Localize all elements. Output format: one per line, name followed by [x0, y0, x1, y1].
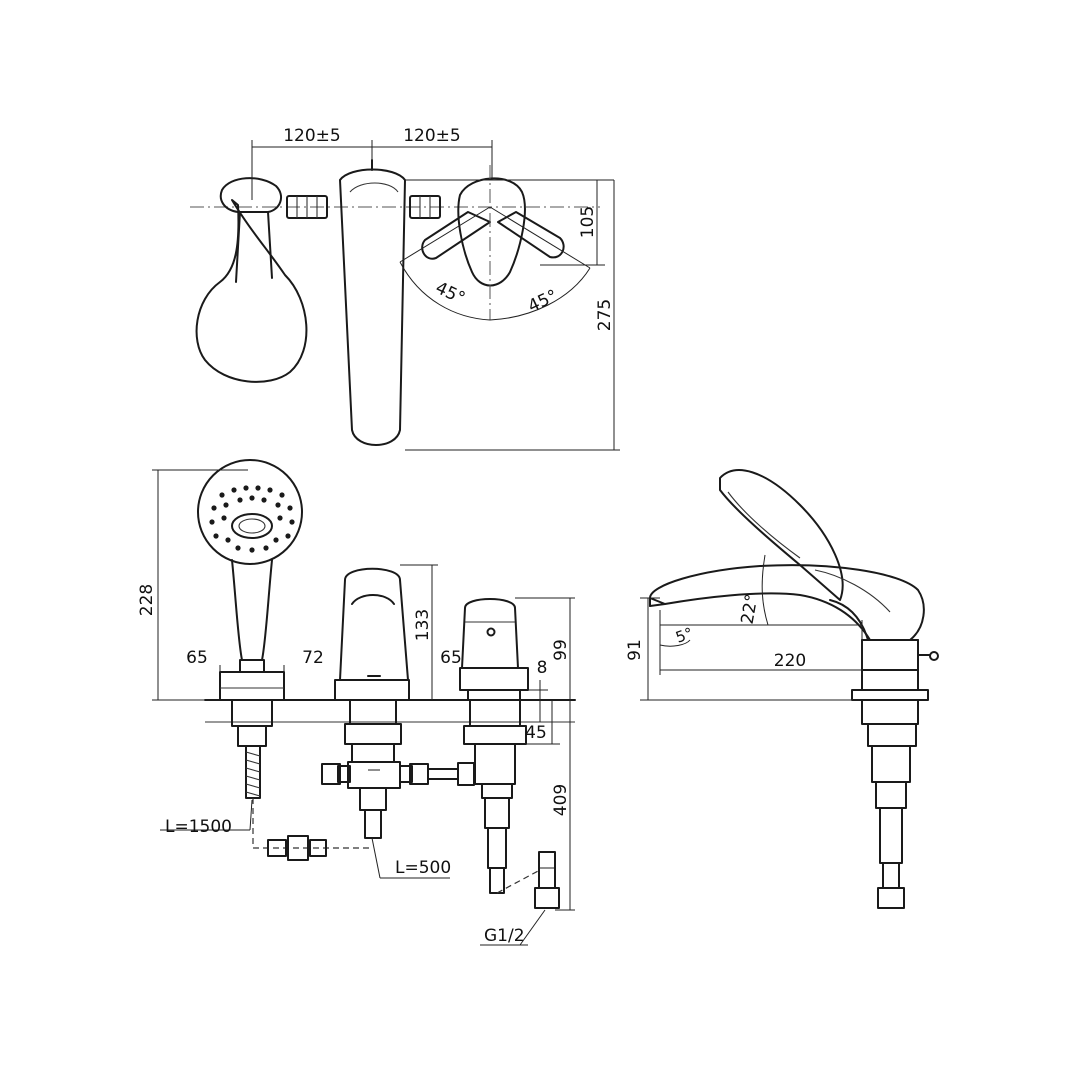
front-spout — [339, 567, 409, 681]
dim-spacing-left: 120±5 — [283, 126, 341, 146]
dim-lever-depth: 105 — [578, 206, 598, 238]
dim-tip-angle: 5° — [673, 624, 695, 647]
plan-lever — [457, 177, 526, 287]
dim-valve-base: 65 — [440, 648, 462, 668]
front-valve — [461, 598, 519, 669]
side-spout — [649, 564, 925, 641]
dim-spout-reach: 220 — [774, 651, 806, 671]
dim-spout-height: 133 — [413, 609, 433, 641]
dim-side-height: 91 — [625, 639, 645, 661]
dim-valve-height: 99 — [551, 639, 571, 661]
dim-below-depth: 409 — [551, 784, 571, 816]
dim-deck-thickness: 8 — [537, 658, 548, 678]
plan-spout — [339, 168, 406, 446]
dim-mount-depth: 45 — [525, 723, 547, 743]
label-pipe-length: L=500 — [395, 858, 451, 878]
front-view — [152, 459, 576, 946]
dim-spout-angle: 22° — [738, 593, 763, 626]
dim-spacing-right: 120±5 — [403, 126, 461, 146]
side-view — [640, 469, 939, 909]
dim-top-depth: 275 — [595, 299, 615, 331]
angle-right: 45° — [525, 286, 561, 317]
angle-left: 45° — [432, 278, 468, 309]
dim-shower-height: 228 — [137, 584, 157, 616]
label-hose-length: L=1500 — [165, 817, 232, 837]
side-shower-head — [719, 469, 844, 601]
shower-nozzles — [209, 485, 295, 553]
dim-shower-base: 65 — [186, 648, 208, 668]
label-thread: G1/2 — [484, 926, 525, 946]
plan-view — [190, 140, 620, 451]
dim-spout-base: 72 — [302, 648, 324, 668]
front-shower-head — [197, 459, 303, 565]
plan-hand-shower — [195, 199, 308, 383]
